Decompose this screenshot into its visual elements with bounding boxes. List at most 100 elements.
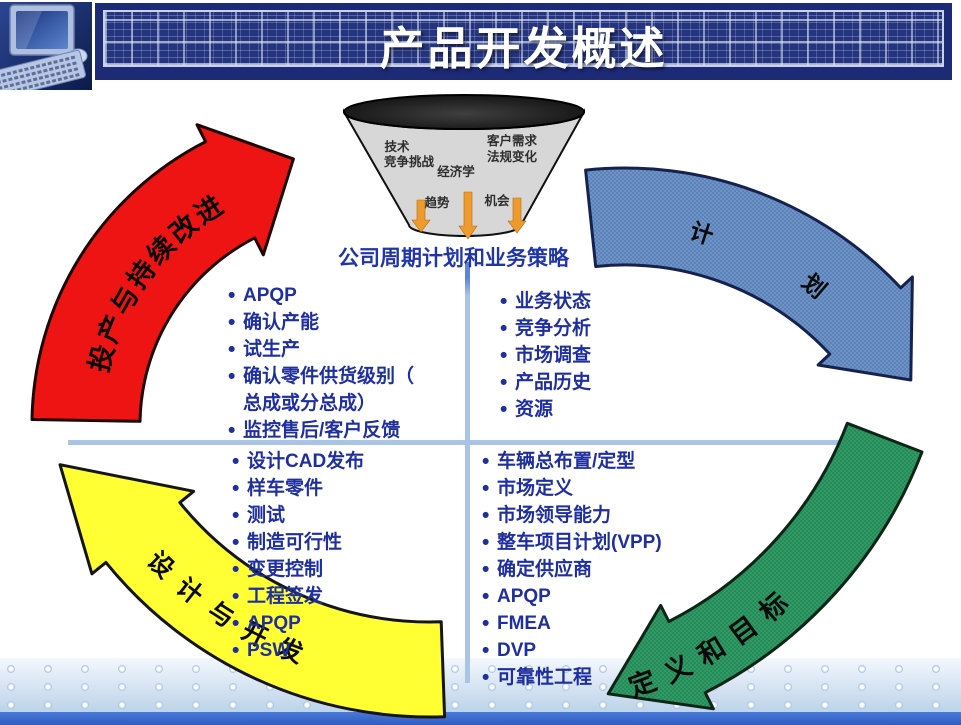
phase-arrow-label: 投产与持续改进 xyxy=(84,189,231,376)
list-item: • APQP xyxy=(232,610,364,637)
list-item: • 市场定义 xyxy=(482,475,662,502)
list-item-text: DVP xyxy=(497,640,537,661)
monitor-screen xyxy=(16,11,68,49)
list-item: • 样车零件 xyxy=(232,475,364,502)
list-item-text: 市场领导能力 xyxy=(497,505,612,526)
header-grid-texture xyxy=(103,10,944,67)
list-item: • 市场领导能力 xyxy=(482,502,662,529)
list-item-text: 样车零件 xyxy=(247,478,324,499)
funnel-label: 趋势 xyxy=(424,195,450,210)
list-item-text: 确定供应商 xyxy=(497,559,593,580)
list-item-text: 可靠性工程 xyxy=(497,667,593,688)
list-item: •产品历史 xyxy=(500,369,591,396)
plan-items-list: • 业务状态 • 竞争分析 •市场调查•产品历史•资源 xyxy=(500,288,591,423)
list-item: • 车辆总布置/定型 xyxy=(482,448,662,475)
funnel-label: 机会 xyxy=(484,193,510,208)
phase-arrow-label: 计 划 xyxy=(687,218,867,333)
bullet-icon: • xyxy=(482,639,490,662)
list-item-text: 确认零件供货级别（ xyxy=(243,366,415,387)
header-band xyxy=(95,3,952,80)
bullet-icon: • xyxy=(232,612,240,635)
list-item-text: APQP xyxy=(497,586,551,607)
list-item: • 业务状态 xyxy=(500,288,591,315)
funnel-label: 经济学 xyxy=(437,164,475,179)
keyboard xyxy=(0,49,86,100)
list-item-text: 产品历史 xyxy=(515,372,592,393)
list-item-text: 制造可行性 xyxy=(247,532,343,553)
list-item-text: 变更控制 xyxy=(247,559,324,580)
list-item: • 确定供应商 xyxy=(482,556,662,583)
bullet-icon: • xyxy=(482,504,490,527)
list-item: • 制造可行性 xyxy=(232,529,364,556)
funnel-label: 竞争挑战 xyxy=(384,154,435,169)
down-arrow-icon xyxy=(507,197,527,234)
list-item: • APQP xyxy=(228,282,414,309)
list-item-text: 工程签发 xyxy=(247,586,324,607)
list-item: • 确认零件供货级别（ xyxy=(228,363,414,390)
funnel-down-arrows xyxy=(411,191,527,240)
bullet-icon: • xyxy=(482,558,490,581)
bullet-icon: • xyxy=(232,531,240,554)
list-item-text: APQP xyxy=(247,613,301,634)
funnel-top xyxy=(343,94,585,130)
list-item: •设计CAD发布 xyxy=(232,448,364,475)
list-item-text: 确认产能 xyxy=(243,312,320,333)
bullet-icon: • xyxy=(500,317,508,340)
list-item: •资源 xyxy=(500,396,591,423)
list-item-text: 总成或分总成） xyxy=(243,393,377,414)
bottom-bar xyxy=(0,712,961,725)
list-item-text: 市场调查 xyxy=(515,345,592,366)
funnel-label: 法规变化 xyxy=(487,149,538,164)
list-item: •市场调查 xyxy=(500,342,591,369)
list-item-text: 市场定义 xyxy=(497,478,574,499)
dot-pattern-strip xyxy=(0,658,961,712)
list-item-text: FMEA xyxy=(497,613,551,634)
bullet-icon: • xyxy=(228,311,236,334)
bullet-icon: • xyxy=(482,585,490,608)
list-item-text: 业务状态 xyxy=(515,291,592,312)
bullet-icon: • xyxy=(482,612,490,635)
funnel-labels: 技术 客户需求 竞争挑战 法规变化 经济学 趋势 机会 xyxy=(384,133,538,210)
funnel-caption: 公司周期计划和业务策略 xyxy=(338,247,569,270)
launch-items-list: •APQP•确认产能•试生产•确认零件供货级别（总成或分总成）•监控售后/客户反… xyxy=(228,282,414,444)
bullet-icon: • xyxy=(482,450,490,473)
list-item: • 工程签发 xyxy=(232,583,364,610)
bullet-icon: • xyxy=(482,477,490,500)
list-item: • APQP xyxy=(482,583,662,610)
list-item-text: 竞争分析 xyxy=(515,318,592,339)
list-item: 总成或分总成） xyxy=(228,390,414,417)
list-item-text: 资源 xyxy=(515,399,554,420)
list-item: •PSW xyxy=(232,637,364,664)
bullet-icon: • xyxy=(232,639,240,662)
bullet-icon: • xyxy=(228,365,236,388)
list-item: •测试 xyxy=(232,502,364,529)
computer-photo-art xyxy=(0,2,92,100)
down-arrow-icon xyxy=(458,191,478,240)
bullet-icon: • xyxy=(232,450,240,473)
bullet-icon xyxy=(228,390,243,417)
vertical-divider xyxy=(465,262,470,683)
design-items-list: •设计CAD发布•样车零件•测试•制造可行性•变更控制•工程签发•APQP•PS… xyxy=(232,448,364,664)
page-title: 产品开发概述 xyxy=(379,23,668,74)
list-item-text: 监控售后/客户反馈 xyxy=(243,420,401,441)
list-item: •试生产 xyxy=(228,336,414,363)
bullet-icon: • xyxy=(500,290,508,313)
horizontal-divider xyxy=(68,440,878,445)
computer-photo xyxy=(0,2,92,100)
list-item: • 可靠性工程 xyxy=(482,664,662,691)
bullet-icon: • xyxy=(232,558,240,581)
list-item-text: APQP xyxy=(243,285,297,306)
list-item-text: 整车项目计划(VPP) xyxy=(497,532,662,553)
list-item: • 整车项目计划(VPP) xyxy=(482,529,662,556)
define-items-list: •车辆总布置/定型•市场定义•市场领导能力•整车项目计划(VPP)•确定供应商•… xyxy=(482,448,662,691)
bullet-icon: • xyxy=(228,284,236,307)
bullet-icon: • xyxy=(232,585,240,608)
list-item-text: 测试 xyxy=(247,505,286,526)
bullet-icon: • xyxy=(232,477,240,500)
bullet-icon: • xyxy=(482,531,490,554)
phase-arrow-plan xyxy=(584,166,914,382)
bullet-icon: • xyxy=(482,666,490,689)
list-item-text: 车辆总布置/定型 xyxy=(497,451,636,472)
